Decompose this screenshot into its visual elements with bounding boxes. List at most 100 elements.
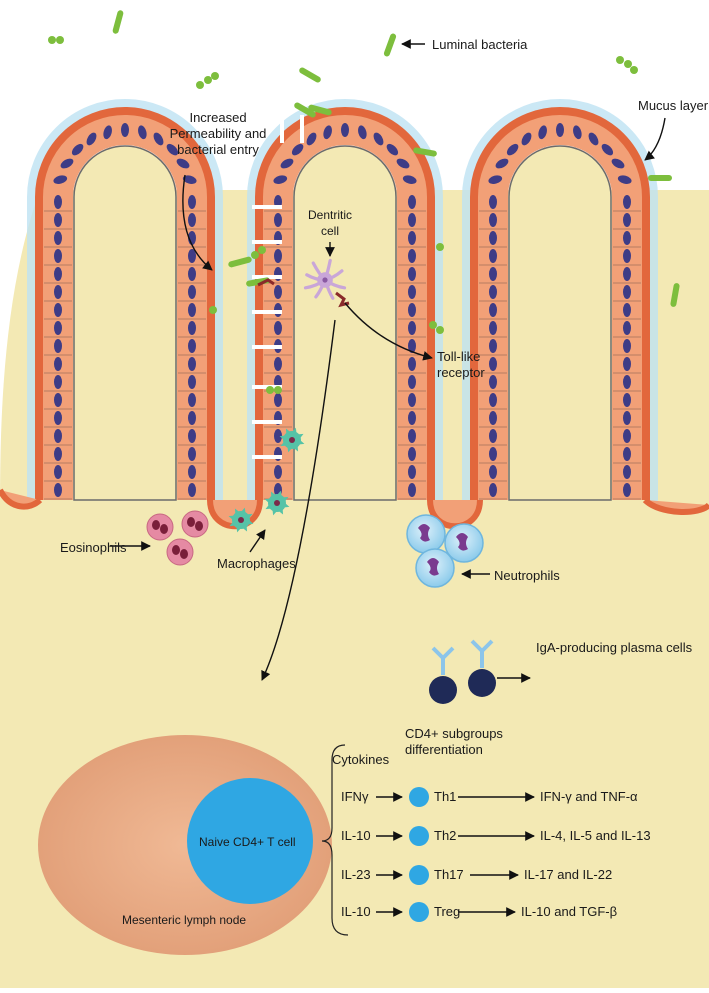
bacteria-icon <box>429 321 437 329</box>
label-lymph-node: Mesenteric lymph node <box>122 913 247 927</box>
t-cell-icon <box>409 787 429 807</box>
bacteria-icon <box>196 81 204 89</box>
label-permeability: Increased Permeability and bacterial ent… <box>148 110 288 158</box>
row-4-output: IL-10 and TGF-β <box>521 904 618 919</box>
label-cd4-line1: CD4+ subgroups <box>405 726 503 741</box>
bacteria-icon <box>209 306 217 314</box>
villus-core-1 <box>73 145 177 501</box>
bacteria-icon <box>436 243 444 251</box>
macrophage-icon <box>228 507 254 533</box>
annotation-arrows <box>110 39 666 683</box>
villus-core-2 <box>293 145 397 501</box>
villus-core-3 <box>508 145 612 501</box>
label-tlr-line1: Toll-like <box>437 349 481 364</box>
label-mucus-layer: Mucus layer <box>638 98 709 113</box>
label-iga-plasma-cells: IgA-producing plasma cells <box>536 640 693 655</box>
bacteria-icon <box>112 10 124 34</box>
label-cd4-line2: differentiation <box>405 742 483 757</box>
plasma-cell-icon <box>468 669 496 697</box>
row-1-subset: Th1 <box>434 789 457 804</box>
brush-border-3 <box>470 107 650 500</box>
label-cd4-header: CD4+ subgroups differentiation <box>405 726 503 758</box>
macrophage-icon <box>279 427 305 453</box>
iga-antibody-icon <box>470 639 494 668</box>
dendritic-cell-icon <box>303 258 347 300</box>
label-permeability-line2: Permeability and <box>169 126 267 141</box>
eosinophil-icon <box>181 510 209 538</box>
label-luminal-bacteria: Luminal bacteria <box>432 37 528 52</box>
bacteria-icon <box>436 326 444 334</box>
row-3-subset: Th17 <box>434 867 464 882</box>
t-cell-icon <box>409 902 429 922</box>
label-macrophages: Macrophages <box>217 556 296 571</box>
plasma-cell-icon <box>429 676 457 704</box>
bacteria-icon <box>258 246 266 254</box>
toll-like-receptor-icon <box>257 278 275 287</box>
iga-antibody-icon <box>431 646 455 675</box>
cytokine-bracket <box>321 744 349 936</box>
bacteria-icon <box>299 67 321 83</box>
permeability-gaps <box>252 115 304 459</box>
row-3-cytokine: IL-23 <box>341 867 371 882</box>
eosinophil-icon <box>146 513 174 541</box>
label-dendritic-line2: cell <box>320 224 339 238</box>
t-cell-icon <box>409 865 429 885</box>
label-permeability-line3: bacterial entry <box>177 142 259 157</box>
nuclei-villus-1 <box>44 123 206 500</box>
label-permeability-line1: Increased <box>189 110 247 125</box>
neutrophil-icon <box>415 548 455 588</box>
neutrophil-icon <box>444 523 484 563</box>
mucus-layer-1 <box>27 99 223 505</box>
mucus-layer-2 <box>247 99 443 505</box>
arrow-mucus-layer <box>644 117 666 161</box>
row-1-output: IFN-γ and TNF-α <box>540 789 638 804</box>
t-cell-icon <box>187 778 313 904</box>
eosinophil-icon <box>166 538 194 566</box>
luminal-bacteria <box>48 10 680 394</box>
row-2-output: IL-4, IL-5 and IL-13 <box>540 828 651 843</box>
arrow-migration-to-lymph-node <box>261 319 336 681</box>
bacteria-icon <box>413 147 437 157</box>
bacteria-icon <box>274 386 282 394</box>
bacteria-icon <box>56 36 64 44</box>
bacteria-icon <box>246 277 270 287</box>
brush-border-2 <box>255 107 435 500</box>
row-2-cytokine: IL-10 <box>341 828 371 843</box>
bacteria-icon <box>670 283 680 307</box>
label-tlr-line2: receptor <box>437 365 485 380</box>
mesenteric-lymph-node-graphic <box>38 735 535 955</box>
label-neutrophils: Neutrophils <box>494 568 560 583</box>
row-2-subset: Th2 <box>434 828 457 843</box>
bacteria-icon <box>624 60 632 68</box>
macrophage-icon <box>264 490 290 516</box>
bacteria-icon <box>211 72 219 80</box>
bacteria-icon <box>308 104 332 116</box>
label-dendritic-cell: Dentritic cell <box>300 207 360 239</box>
arrow-macrophages <box>249 529 266 553</box>
label-dendritic-line1: Dentritic <box>307 208 352 222</box>
neutrophil-icon <box>406 514 446 554</box>
label-naive-t-cell: Naive CD4+ T cell <box>199 835 296 849</box>
t-cell-icon <box>409 826 429 846</box>
bacteria-icon <box>48 36 56 44</box>
bacteria-icon <box>294 102 316 118</box>
arrow-permeability <box>182 174 213 271</box>
brush-border-1 <box>35 107 215 500</box>
bacteria-icon <box>251 251 259 259</box>
intestinal-villi <box>0 99 709 530</box>
bacteria-icon <box>383 33 397 57</box>
row-4-subset: Treg <box>434 904 461 919</box>
crypt-right-edge <box>642 497 709 515</box>
bacteria-icon <box>228 256 252 268</box>
bacteria-icon <box>266 386 274 394</box>
label-cytokines-header: Cytokines <box>332 752 390 767</box>
bacteria-icon <box>204 76 212 84</box>
bacteria-icon <box>648 175 672 181</box>
arrow-toll-like-receptor <box>344 302 433 361</box>
bacteria-icon <box>630 66 638 74</box>
bacteria-icon <box>616 56 624 64</box>
label-toll-like-receptor: Toll-like receptor <box>437 349 485 381</box>
crypt-left-edge <box>0 488 43 510</box>
